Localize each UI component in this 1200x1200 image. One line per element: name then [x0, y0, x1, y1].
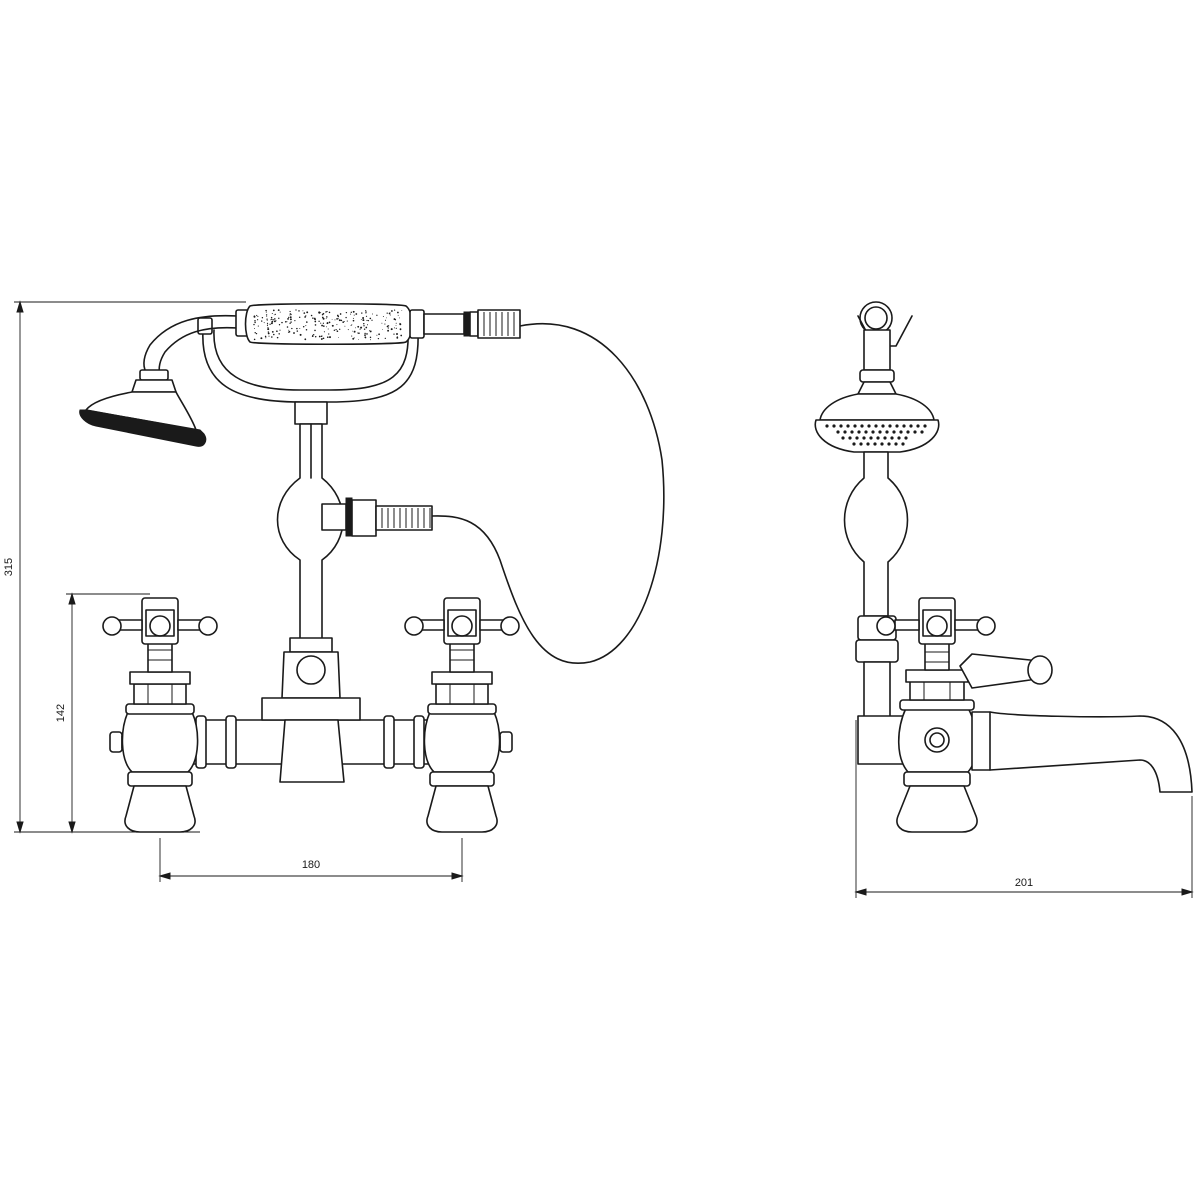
dim-side-depth: 201: [1015, 877, 1033, 889]
bridge-bar: [189, 697, 441, 783]
front-view: [79, 302, 665, 833]
diverter-block: [281, 637, 341, 699]
diverter-lever: [959, 653, 1039, 689]
handset-neck: [143, 314, 239, 373]
dimension-lines: [14, 300, 1194, 898]
shower-head-front: [79, 369, 207, 447]
dim-handle-height: 142: [55, 704, 67, 722]
side-view: [814, 301, 1193, 833]
left-tap: [102, 597, 218, 833]
dim-overall-height: 315: [3, 558, 15, 576]
dim-tap-centres: 180: [302, 859, 320, 871]
shower-nozzle-holes: [825, 424, 927, 446]
tap-body-side: [857, 597, 1193, 833]
handle-speckle-pattern: [253, 309, 403, 341]
riser-pipe-side: [843, 451, 909, 617]
shower-hose: [431, 323, 665, 665]
shower-head-side: [814, 381, 940, 453]
bath-spout: [971, 711, 1193, 793]
right-tap: [404, 597, 520, 833]
hose-outlet: [321, 497, 433, 537]
handset-hook: [857, 301, 913, 383]
shower-handset: [235, 302, 521, 346]
